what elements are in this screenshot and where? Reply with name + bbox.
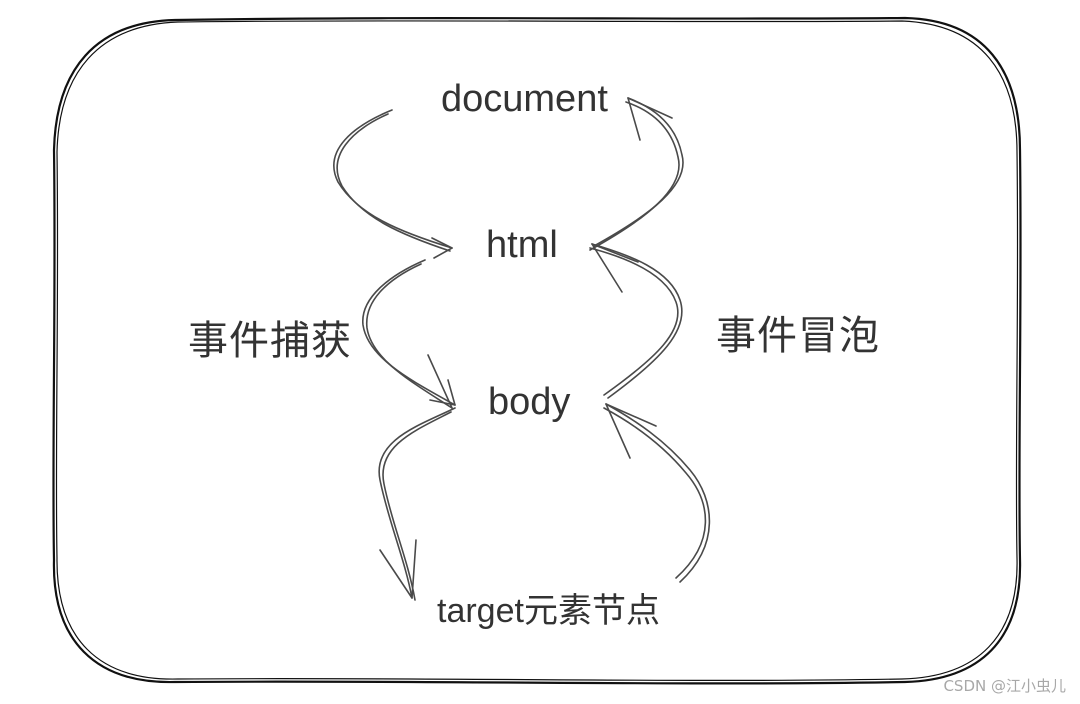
node-body: body	[488, 381, 571, 423]
bubble-arrow-html-to-document	[589, 97, 684, 251]
bubble-arrow-body-to-html	[589, 243, 683, 399]
node-html: html	[486, 224, 558, 266]
capture-arrow-html-to-body	[362, 259, 456, 409]
bubble-phase-label: 事件冒泡	[716, 313, 880, 359]
node-target: target元素节点	[437, 592, 660, 630]
capture-phase-label: 事件捕获	[188, 318, 352, 364]
node-document: document	[441, 78, 608, 120]
watermark: CSDN @江小虫儿	[943, 677, 1066, 695]
capture-arrow-body-to-target	[378, 407, 456, 601]
bubble-arrow-target-to-body	[603, 403, 711, 583]
capture-arrow-document-to-html	[333, 109, 453, 259]
rounded-frame	[52, 16, 1022, 685]
